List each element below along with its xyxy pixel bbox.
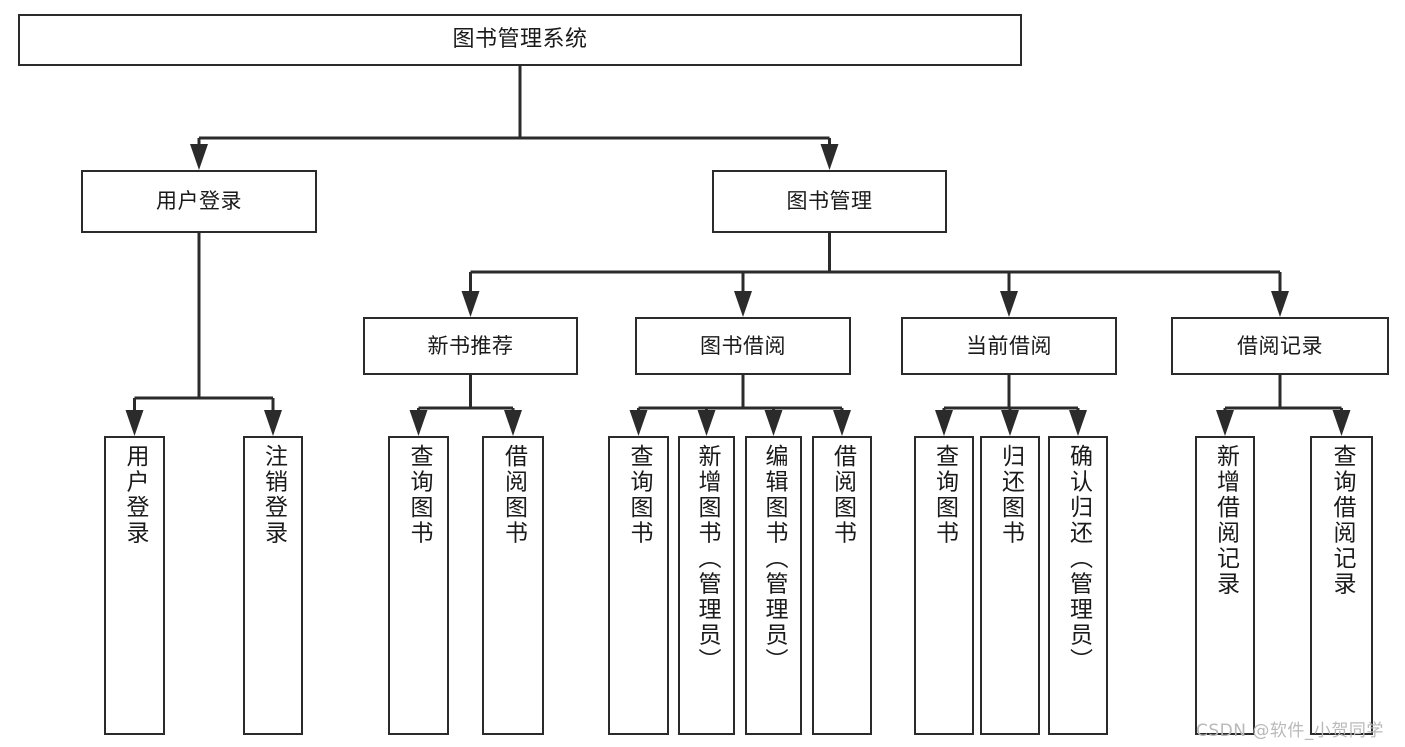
node-leaf-confirm[interactable]: 确认归还（管理员） [1048, 436, 1108, 735]
arrow-head-borrow-record [1271, 291, 1289, 317]
node-leaf-add-book[interactable]: 新增图书（管理员） [678, 436, 735, 735]
node-label: 图书管理 [786, 189, 873, 214]
arrow-head-leaf-add-rec [1216, 410, 1234, 436]
node-label: 注销登录 [260, 444, 287, 546]
node-leaf-query-rec[interactable]: 查询借阅记录 [1310, 436, 1373, 735]
node-leaf-query-2[interactable]: 查询图书 [608, 436, 669, 735]
node-label: 用户登录 [122, 444, 148, 546]
node-label: 图书管理系统 [452, 27, 588, 53]
node-label: 新增图书（管理员） [694, 444, 720, 674]
arrow-head-leaf-logout [264, 410, 282, 436]
csdn-watermark: CSDN @软件_小贺同学 [1196, 721, 1384, 741]
node-leaf-borrow-1[interactable]: 借阅图书 [482, 436, 544, 735]
arrow-head-leaf-query-3 [935, 410, 953, 436]
arrow-head-leaf-user-login [125, 410, 144, 436]
arrow-head-book-manage [820, 144, 839, 170]
node-borrow-record[interactable]: 借阅记录 [1171, 317, 1389, 375]
arrow-head-leaf-query-rec [1332, 410, 1351, 436]
arrow-head-leaf-add-book [697, 410, 716, 436]
node-user-login[interactable]: 用户登录 [81, 170, 317, 233]
node-leaf-query-1[interactable]: 查询图书 [388, 436, 449, 735]
arrow-head-current-borrow [1000, 291, 1018, 317]
node-label: 用户登录 [156, 189, 242, 214]
node-leaf-return[interactable]: 归还图书 [980, 436, 1040, 735]
node-leaf-edit-book[interactable]: 编辑图书（管理员） [745, 436, 802, 735]
node-book-borrow[interactable]: 图书借阅 [635, 317, 851, 375]
node-label: 确认归还（管理员） [1065, 444, 1092, 674]
node-label: 查询借阅记录 [1329, 444, 1355, 597]
node-label: 编辑图书（管理员） [761, 444, 787, 674]
node-book-manage[interactable]: 图书管理 [712, 170, 947, 233]
node-label: 借阅图书 [829, 444, 856, 546]
arrow-head-leaf-borrow-1 [504, 410, 522, 436]
arrow-head-book-borrow [734, 291, 752, 317]
arrow-head-user-login [190, 144, 208, 170]
node-label: 新书推荐 [427, 333, 514, 358]
node-new-book-rec[interactable]: 新书推荐 [363, 317, 578, 375]
arrow-head-leaf-confirm [1069, 410, 1087, 436]
node-current-borrow[interactable]: 当前借阅 [901, 317, 1117, 375]
node-label: 借阅图书 [500, 444, 527, 546]
node-label: 查询图书 [626, 444, 652, 546]
arrow-head-leaf-query-1 [409, 410, 428, 436]
node-root[interactable]: 图书管理系统 [18, 14, 1022, 66]
arrow-head-leaf-edit-book [764, 410, 783, 436]
node-label: 借阅记录 [1237, 333, 1323, 358]
arrow-head-leaf-query-2 [629, 410, 648, 436]
node-label: 新增借阅记录 [1212, 444, 1239, 597]
node-label: 当前借阅 [966, 333, 1052, 358]
node-label: 归还图书 [997, 444, 1024, 546]
node-label: 图书借阅 [700, 333, 786, 358]
node-label: 查询图书 [406, 444, 432, 546]
arrow-head-new-book-rec [461, 291, 480, 317]
node-leaf-logout[interactable]: 注销登录 [243, 436, 303, 735]
arrow-head-leaf-return [1001, 410, 1019, 436]
arrow-head-leaf-borrow-2 [833, 410, 851, 436]
node-leaf-query-3[interactable]: 查询图书 [914, 436, 974, 735]
node-leaf-borrow-2[interactable]: 借阅图书 [812, 436, 872, 735]
node-leaf-user-login[interactable]: 用户登录 [104, 436, 165, 735]
node-leaf-add-rec[interactable]: 新增借阅记录 [1195, 436, 1255, 735]
node-label: 查询图书 [931, 444, 958, 546]
